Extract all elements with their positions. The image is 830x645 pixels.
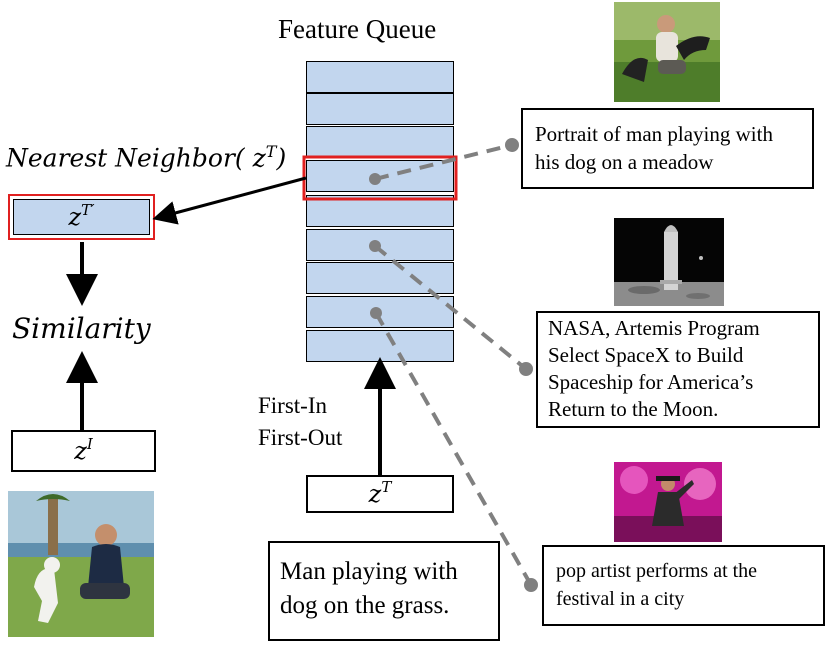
link-dot (519, 362, 533, 376)
neighbor-caption-3: pop artist performs at the festival in a… (542, 545, 825, 626)
retrieve-arrow (152, 176, 307, 225)
queue-cell (306, 330, 454, 362)
photo-pop-artist-performing (614, 462, 722, 542)
queue-cell (306, 160, 454, 192)
nearest-neighbor-close: ) (276, 143, 287, 173)
zt-prime-symbol: z (68, 203, 82, 231)
neighbor-caption-1: Portrait of man playing with his dog on … (521, 108, 814, 189)
queue-cell (306, 93, 454, 125)
zt-prime-sup: T′ (81, 201, 95, 219)
photo-man-playing-with-dog-on-grass (8, 491, 154, 637)
nearest-neighbor-text: Nearest Neighbor( z (6, 143, 266, 173)
nearest-neighbor-label: Nearest Neighbor( zT) (6, 142, 286, 173)
zi-symbol: z (74, 437, 87, 465)
queue-cell (306, 296, 454, 328)
query-caption: Man playing with dog on the grass. (268, 541, 500, 641)
queue-cell (306, 61, 454, 93)
photo-starship-on-moon (614, 218, 724, 306)
zt-sup: T (381, 478, 392, 496)
queue-cell (306, 229, 454, 261)
fifo-label: First-In First-Out (258, 390, 342, 454)
nearest-neighbor-sup: T (265, 142, 277, 161)
neighbor-caption-2: NASA, Artemis Program Select SpaceX to B… (536, 311, 820, 428)
zi-sup: I (86, 435, 93, 453)
fifo-line-1: First-In (258, 393, 327, 418)
fifo-line-2: First-Out (258, 425, 343, 450)
queue-cell (306, 262, 454, 294)
link-dot (505, 138, 519, 152)
queue-cell (306, 126, 454, 158)
link-dot (524, 578, 538, 592)
photo-man-with-dog-meadow (614, 2, 720, 102)
queue-title: Feature Queue (278, 14, 437, 44)
similarity-label: Similarity (12, 312, 151, 345)
queue-cell (306, 195, 454, 227)
zt-symbol: z (368, 480, 382, 508)
